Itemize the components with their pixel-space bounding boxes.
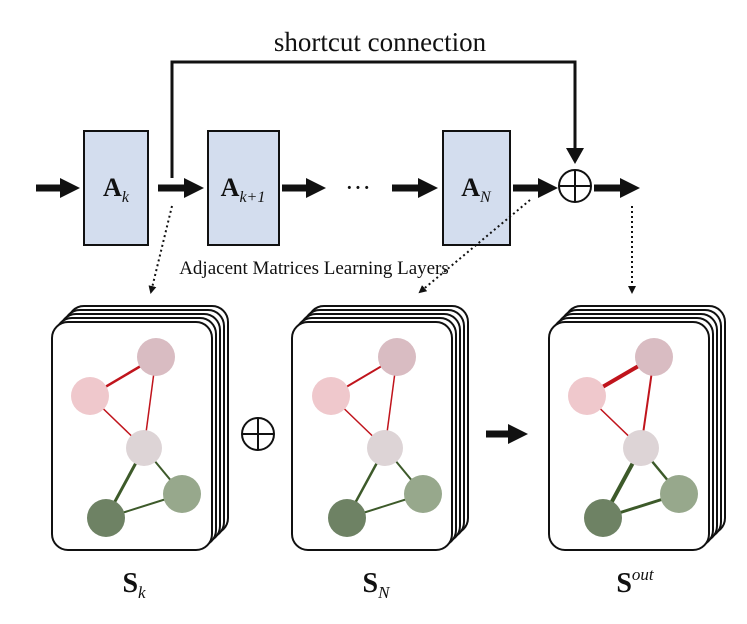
label-s-k: Sk (122, 568, 146, 602)
arrow-to-s-out (486, 424, 528, 444)
output-arrow (594, 178, 640, 198)
block-a-n-base: A (461, 173, 480, 202)
svg-text:AN: AN (461, 173, 492, 206)
matrix-stack-s-k (51, 305, 229, 551)
label-s-out: Sout (616, 565, 655, 599)
shortcut-connection-label: shortcut connection (274, 27, 487, 57)
arrow-a-k1-to-ellipsis (282, 178, 326, 198)
node-pink (71, 377, 109, 415)
block-a-k: Ak (83, 130, 149, 246)
block-a-k1-base: A (221, 173, 240, 202)
arrow-ellipsis-to-a-n (392, 178, 438, 198)
node-dark-green (328, 499, 366, 537)
dotted-connectors (148, 199, 636, 294)
node-gray (126, 430, 162, 466)
sum-operator-bottom (241, 417, 275, 451)
ellipsis: ··· (345, 173, 371, 202)
node-dark-green (87, 499, 125, 537)
label-s-n: SN (363, 568, 392, 602)
node-mauve (635, 338, 673, 376)
layers-label: Adjacent Matrices Learning Layers (179, 258, 449, 279)
input-arrow (36, 178, 80, 198)
arrow-a-n-to-sum (513, 178, 558, 198)
svg-text:Ak: Ak (103, 173, 130, 206)
block-a-k1-sub: k+1 (239, 189, 265, 206)
node-gray (367, 430, 403, 466)
pipeline-arrows (36, 178, 640, 198)
node-mauve (378, 338, 416, 376)
node-light-green (404, 475, 442, 513)
arrow-a-k-to-a-k1 (158, 178, 204, 198)
dotted-arrow-to-s-n (418, 199, 531, 294)
node-mauve (137, 338, 175, 376)
shortcut-connection-line (170, 60, 584, 178)
graph-s-n (312, 338, 442, 537)
matrix-stack-s-n (291, 305, 469, 551)
block-a-n-sub: N (479, 189, 492, 206)
sum-operator-top (558, 169, 592, 203)
node-light-green (163, 475, 201, 513)
node-light-green (660, 475, 698, 513)
node-pink (568, 377, 606, 415)
node-pink (312, 377, 350, 415)
node-dark-green (584, 499, 622, 537)
svg-text:Ak+1: Ak+1 (221, 173, 266, 206)
block-a-k-base: A (103, 173, 122, 202)
block-a-k1: Ak+1 (207, 130, 280, 246)
graph-s-k (71, 338, 201, 537)
graph-s-out (568, 338, 698, 537)
block-a-n: AN (442, 130, 511, 246)
dotted-arrow-to-s-k (148, 205, 173, 294)
block-a-k-sub: k (122, 189, 130, 206)
matrix-stack-s-out (548, 305, 726, 551)
node-gray (623, 430, 659, 466)
